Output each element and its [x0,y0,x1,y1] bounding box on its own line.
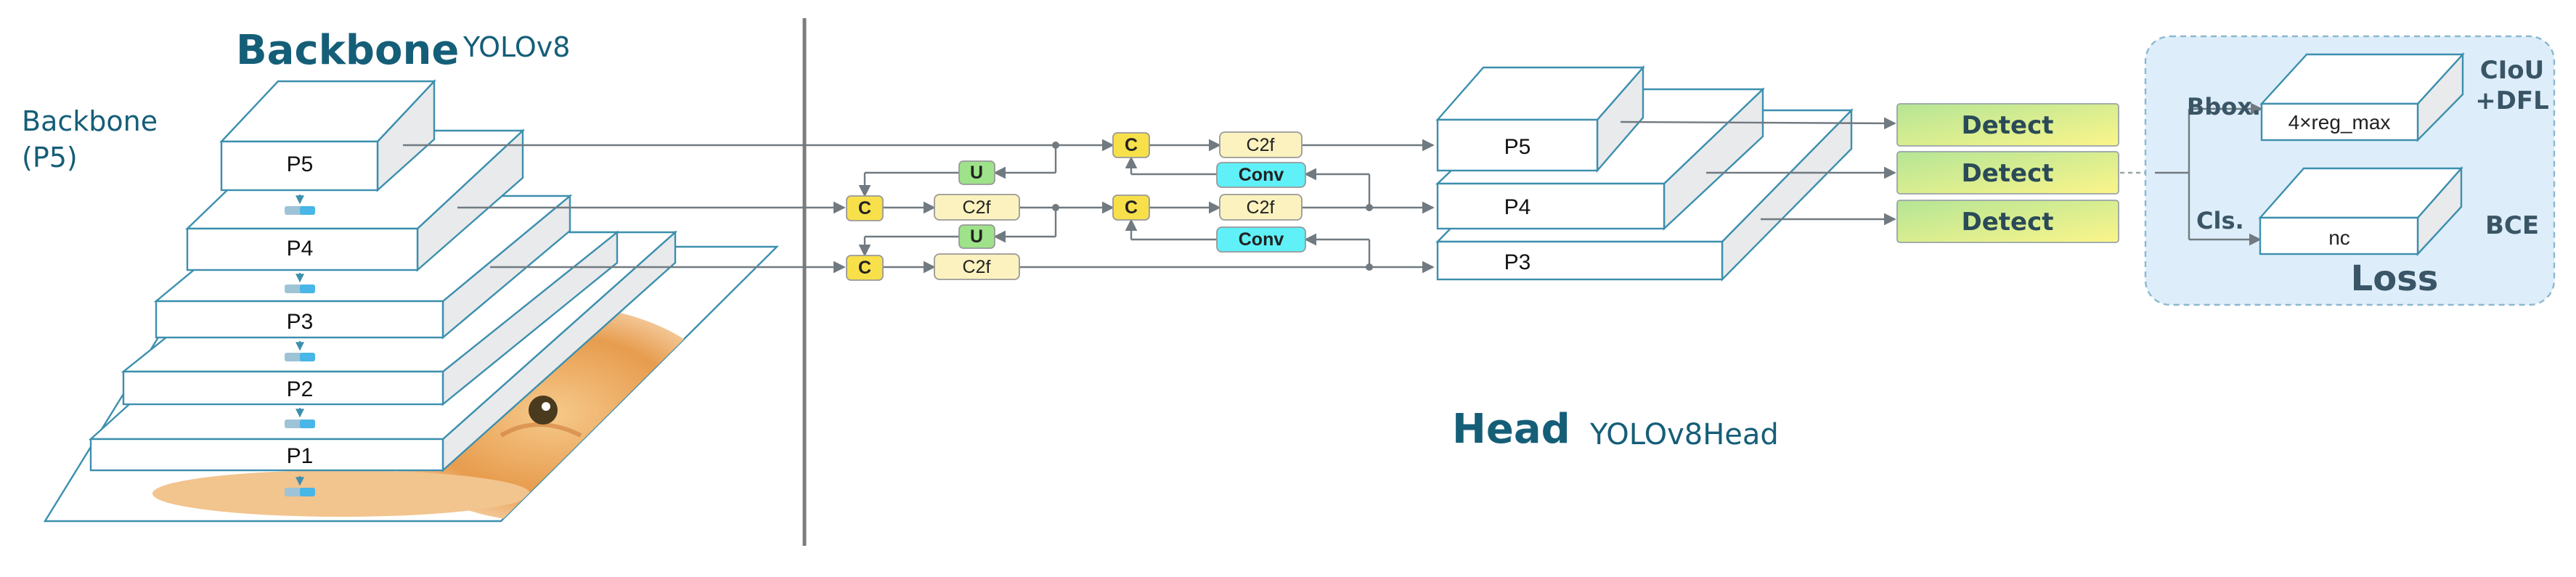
svg-text:U: U [970,226,983,247]
upsample-node: U [958,160,995,185]
svg-text:C: C [1125,135,1138,155]
backbone-level-label: P3 [287,310,314,334]
loss-panel: Bbox. Cls. 4×reg_max nc CIoU +DFL BCE Lo… [2144,35,2556,306]
svg-text:Detect: Detect [1961,159,2053,188]
head-subtitle: YOLOv8Head [1589,418,1779,451]
loss-title: Loss [2351,258,2439,299]
cls-branch-label: Cls. [2196,207,2244,234]
detect-box-p4: Detect [1896,151,2119,195]
concat-node: C [1112,195,1150,221]
backbone-side-label-1: Backbone [22,105,158,137]
backbone-level-label: P2 [287,377,314,401]
svg-text:Detect: Detect [1961,111,2053,140]
conv-node: Conv [1216,162,1306,188]
c2f-node: C2f [934,253,1020,280]
conv-node: Conv [1216,226,1306,253]
svg-text:Conv: Conv [1239,165,1284,185]
svg-text:U: U [970,163,983,183]
detect-box-p5: Detect [1896,103,2119,147]
backbone-level-p5: P5 [219,78,436,192]
detect-box-p3: Detect [1896,200,2119,243]
svg-text:C: C [858,258,871,278]
head-level-label: P5 [1504,135,1531,159]
head-title: Head [1452,406,1570,453]
cls-loss-name: BCE [2485,211,2539,240]
bbox-output-box: 4×reg_max [2259,52,2465,142]
head-level-label: P3 [1504,250,1531,274]
concat-node: C [846,195,884,221]
svg-text:C2f: C2f [963,257,991,277]
upsample-node: U [958,224,995,249]
neck-connections [403,139,1435,274]
backbone-side-label-2: (P5) [22,142,78,173]
c2f-node: C2f [934,194,1020,221]
connector-p1-input [285,476,315,496]
backbone-level-label: P4 [287,237,314,261]
bbox-box-label: 4×reg_max [2288,111,2391,134]
c2f-node: C2f [1219,131,1303,158]
bbox-loss-name-2: +DFL [2475,86,2549,115]
concat-node: C [1112,132,1150,158]
bbox-loss-name-1: CIoU [2480,56,2545,85]
svg-text:C2f: C2f [1247,197,1275,218]
backbone-connectors [285,195,315,496]
backbone-level-label: P1 [287,444,314,468]
head-level-p5: P5 [1435,65,1645,173]
bbox-branch-label: Bbox. [2187,93,2261,120]
connector-p5-p4 [285,195,315,215]
detect-arrows [1620,117,1896,226]
concat-node: C [846,255,884,281]
svg-text:C2f: C2f [963,197,991,218]
c2f-node: C2f [1219,194,1303,221]
svg-text:Detect: Detect [1961,208,2053,237]
svg-text:C2f: C2f [1247,135,1275,155]
svg-text:Conv: Conv [1239,229,1284,250]
connector-p4-p3 [285,273,315,293]
backbone-subtitle: YOLOv8 [462,31,570,63]
head-level-label: P4 [1504,195,1531,219]
cls-output-box: nc [2258,165,2463,257]
cls-box-label: nc [2328,226,2350,249]
svg-text:C: C [1125,197,1138,218]
connector-p2-p1 [285,408,315,428]
svg-text:C: C [858,198,871,218]
backbone-title: Backbone [236,27,459,74]
backbone-level-label: P5 [287,152,314,176]
connector-p3-p2 [285,341,315,361]
